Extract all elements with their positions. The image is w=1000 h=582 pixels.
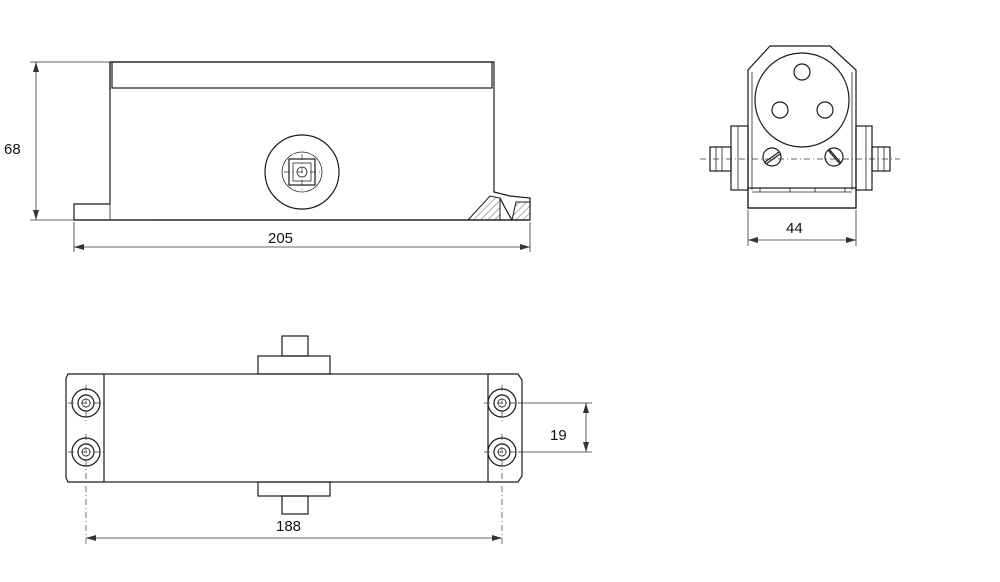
mount-hole-bottom-left — [68, 434, 104, 545]
end-cap-circle — [754, 52, 850, 148]
mount-hole-top-left — [68, 385, 104, 421]
pinion-axle-outer — [264, 134, 340, 210]
side-view: 44 — [700, 45, 900, 246]
mount-hole-top-right — [484, 385, 520, 421]
dim-width-label: 44 — [786, 220, 803, 237]
screw-right-icon — [824, 147, 844, 167]
dim-hole-vertical-label: 19 — [550, 427, 567, 444]
top-view: 19 188 — [65, 335, 592, 545]
dim-hole-horizontal-label: 188 — [276, 518, 301, 535]
screw-left-icon — [762, 147, 782, 167]
front-view: 68 205 — [4, 61, 531, 252]
dim-length-label: 205 — [268, 230, 293, 247]
dim-height-label: 68 — [4, 141, 21, 158]
mount-hole-bottom-right — [484, 434, 520, 545]
